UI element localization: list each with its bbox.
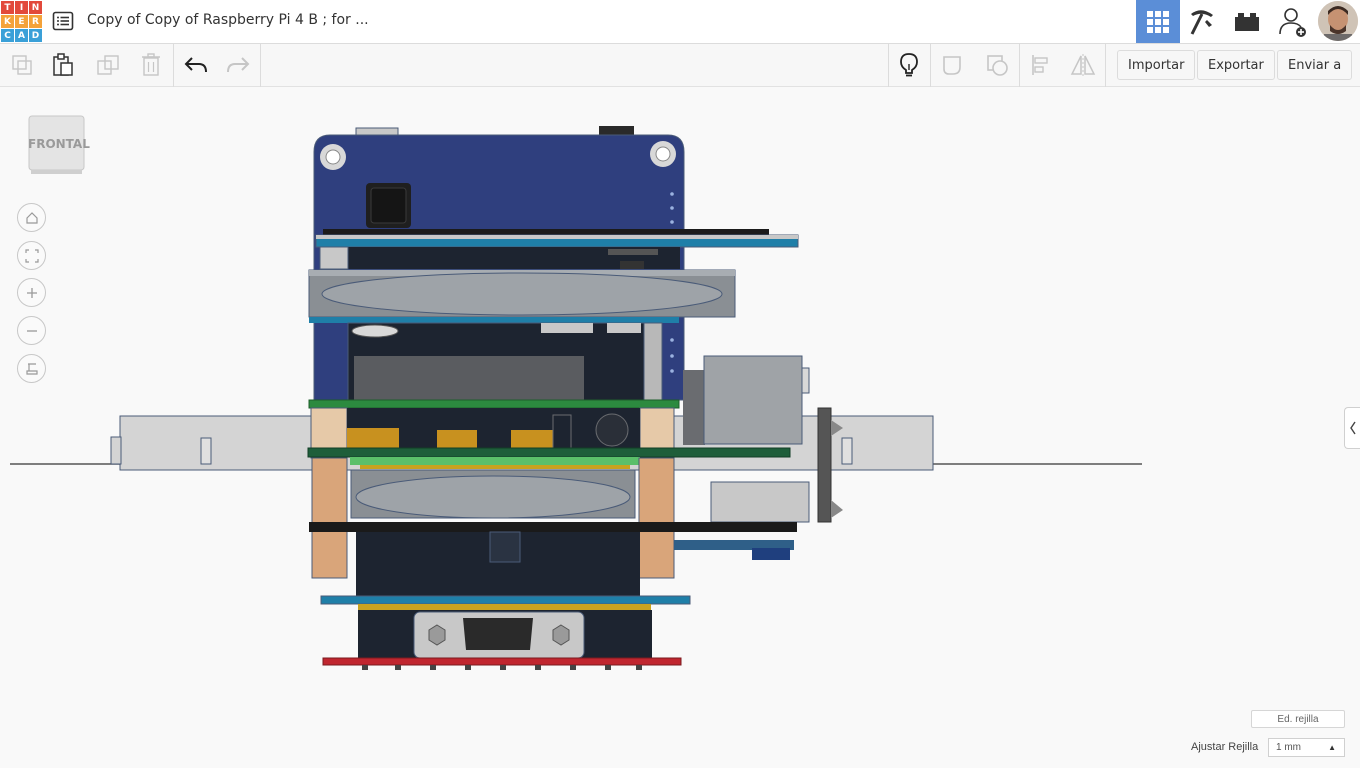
logo-letter: R xyxy=(29,15,42,28)
logo-letter: N xyxy=(29,1,42,14)
send-to-button[interactable]: Enviar a xyxy=(1277,50,1353,80)
align-icon xyxy=(1032,55,1048,75)
copy-icon xyxy=(12,55,32,75)
view-cube-label: FRONTAL xyxy=(28,137,90,151)
group-icon xyxy=(943,56,961,75)
mirror-icon xyxy=(1070,54,1096,76)
home-view-button[interactable] xyxy=(17,203,46,232)
chevron-left-icon xyxy=(1349,421,1356,435)
duplicate-button[interactable] xyxy=(90,48,126,82)
perspective-icon xyxy=(25,362,38,375)
shapes-panel-toggle[interactable] xyxy=(1344,407,1360,449)
import-button[interactable]: Importar xyxy=(1117,50,1196,80)
brick-icon xyxy=(1235,12,1259,31)
view-cube[interactable]: FRONTAL xyxy=(28,115,90,175)
raspberry-pi-model[interactable] xyxy=(0,87,1360,768)
add-user-icon xyxy=(1279,7,1306,37)
paste-icon xyxy=(53,53,73,76)
logo-letter: A xyxy=(15,29,28,42)
invite-user-button[interactable] xyxy=(1271,0,1315,43)
perspective-button[interactable] xyxy=(17,354,46,383)
logo-letter: K xyxy=(1,15,14,28)
list-icon[interactable] xyxy=(52,10,74,32)
undo-button[interactable] xyxy=(178,48,214,82)
delete-button[interactable] xyxy=(133,48,169,82)
ungroup-icon xyxy=(987,55,1008,76)
edit-toolbar: Importar Exportar Enviar a xyxy=(0,44,1360,87)
toolbar-divider xyxy=(930,44,931,87)
toolbar-divider xyxy=(260,44,261,87)
user-avatar[interactable] xyxy=(1318,1,1358,41)
pickaxe-icon xyxy=(1190,9,1213,35)
grid-icon xyxy=(1147,10,1169,33)
lightbulb-icon xyxy=(900,53,918,77)
bricks-button[interactable] xyxy=(1225,0,1269,43)
zoom-out-button[interactable] xyxy=(17,316,46,345)
caret-up-icon: ▲ xyxy=(1328,743,1336,752)
toolbar-divider xyxy=(1105,44,1106,87)
toolbar-divider xyxy=(1019,44,1020,87)
toolbar-divider xyxy=(173,44,174,87)
paste-button[interactable] xyxy=(45,48,81,82)
edit-grid-button[interactable]: Ed. rejilla xyxy=(1251,710,1345,728)
export-button[interactable]: Exportar xyxy=(1197,50,1275,80)
logo-letter: I xyxy=(15,1,28,14)
align-button[interactable] xyxy=(1023,48,1059,82)
ungroup-button[interactable] xyxy=(979,48,1015,82)
redo-button[interactable] xyxy=(220,48,256,82)
group-button[interactable] xyxy=(935,48,971,82)
logo-letter: T xyxy=(1,1,14,14)
3d-design-button[interactable] xyxy=(1136,0,1180,43)
zoom-in-button[interactable] xyxy=(17,278,46,307)
undo-icon xyxy=(184,57,207,73)
codeblocks-button[interactable] xyxy=(1180,0,1224,43)
snap-grid-value: 1 mm xyxy=(1276,742,1301,753)
snap-grid-select[interactable]: 1 mm ▲ xyxy=(1268,738,1345,757)
document-title[interactable]: Copy of Copy of Raspberry Pi 4 B ; for .… xyxy=(87,12,369,28)
minus-icon xyxy=(26,329,37,332)
notes-button[interactable] xyxy=(891,48,927,82)
logo-letter: E xyxy=(15,15,28,28)
toolbar-divider xyxy=(888,44,889,87)
workplane-viewport[interactable]: FRONTAL Ed. rejilla Ajustar Rejilla 1 mm… xyxy=(0,87,1360,768)
trash-icon xyxy=(142,53,160,76)
fit-icon xyxy=(24,248,39,263)
mirror-button[interactable] xyxy=(1065,48,1101,82)
logo-letter: C xyxy=(1,29,14,42)
snap-grid-label: Ajustar Rejilla xyxy=(1191,741,1259,753)
logo-letter: D xyxy=(29,29,42,42)
duplicate-icon xyxy=(97,55,119,75)
copy-button[interactable] xyxy=(4,48,40,82)
redo-icon xyxy=(227,57,250,73)
plus-icon xyxy=(26,287,37,298)
home-icon xyxy=(25,211,38,224)
fit-view-button[interactable] xyxy=(17,241,46,270)
